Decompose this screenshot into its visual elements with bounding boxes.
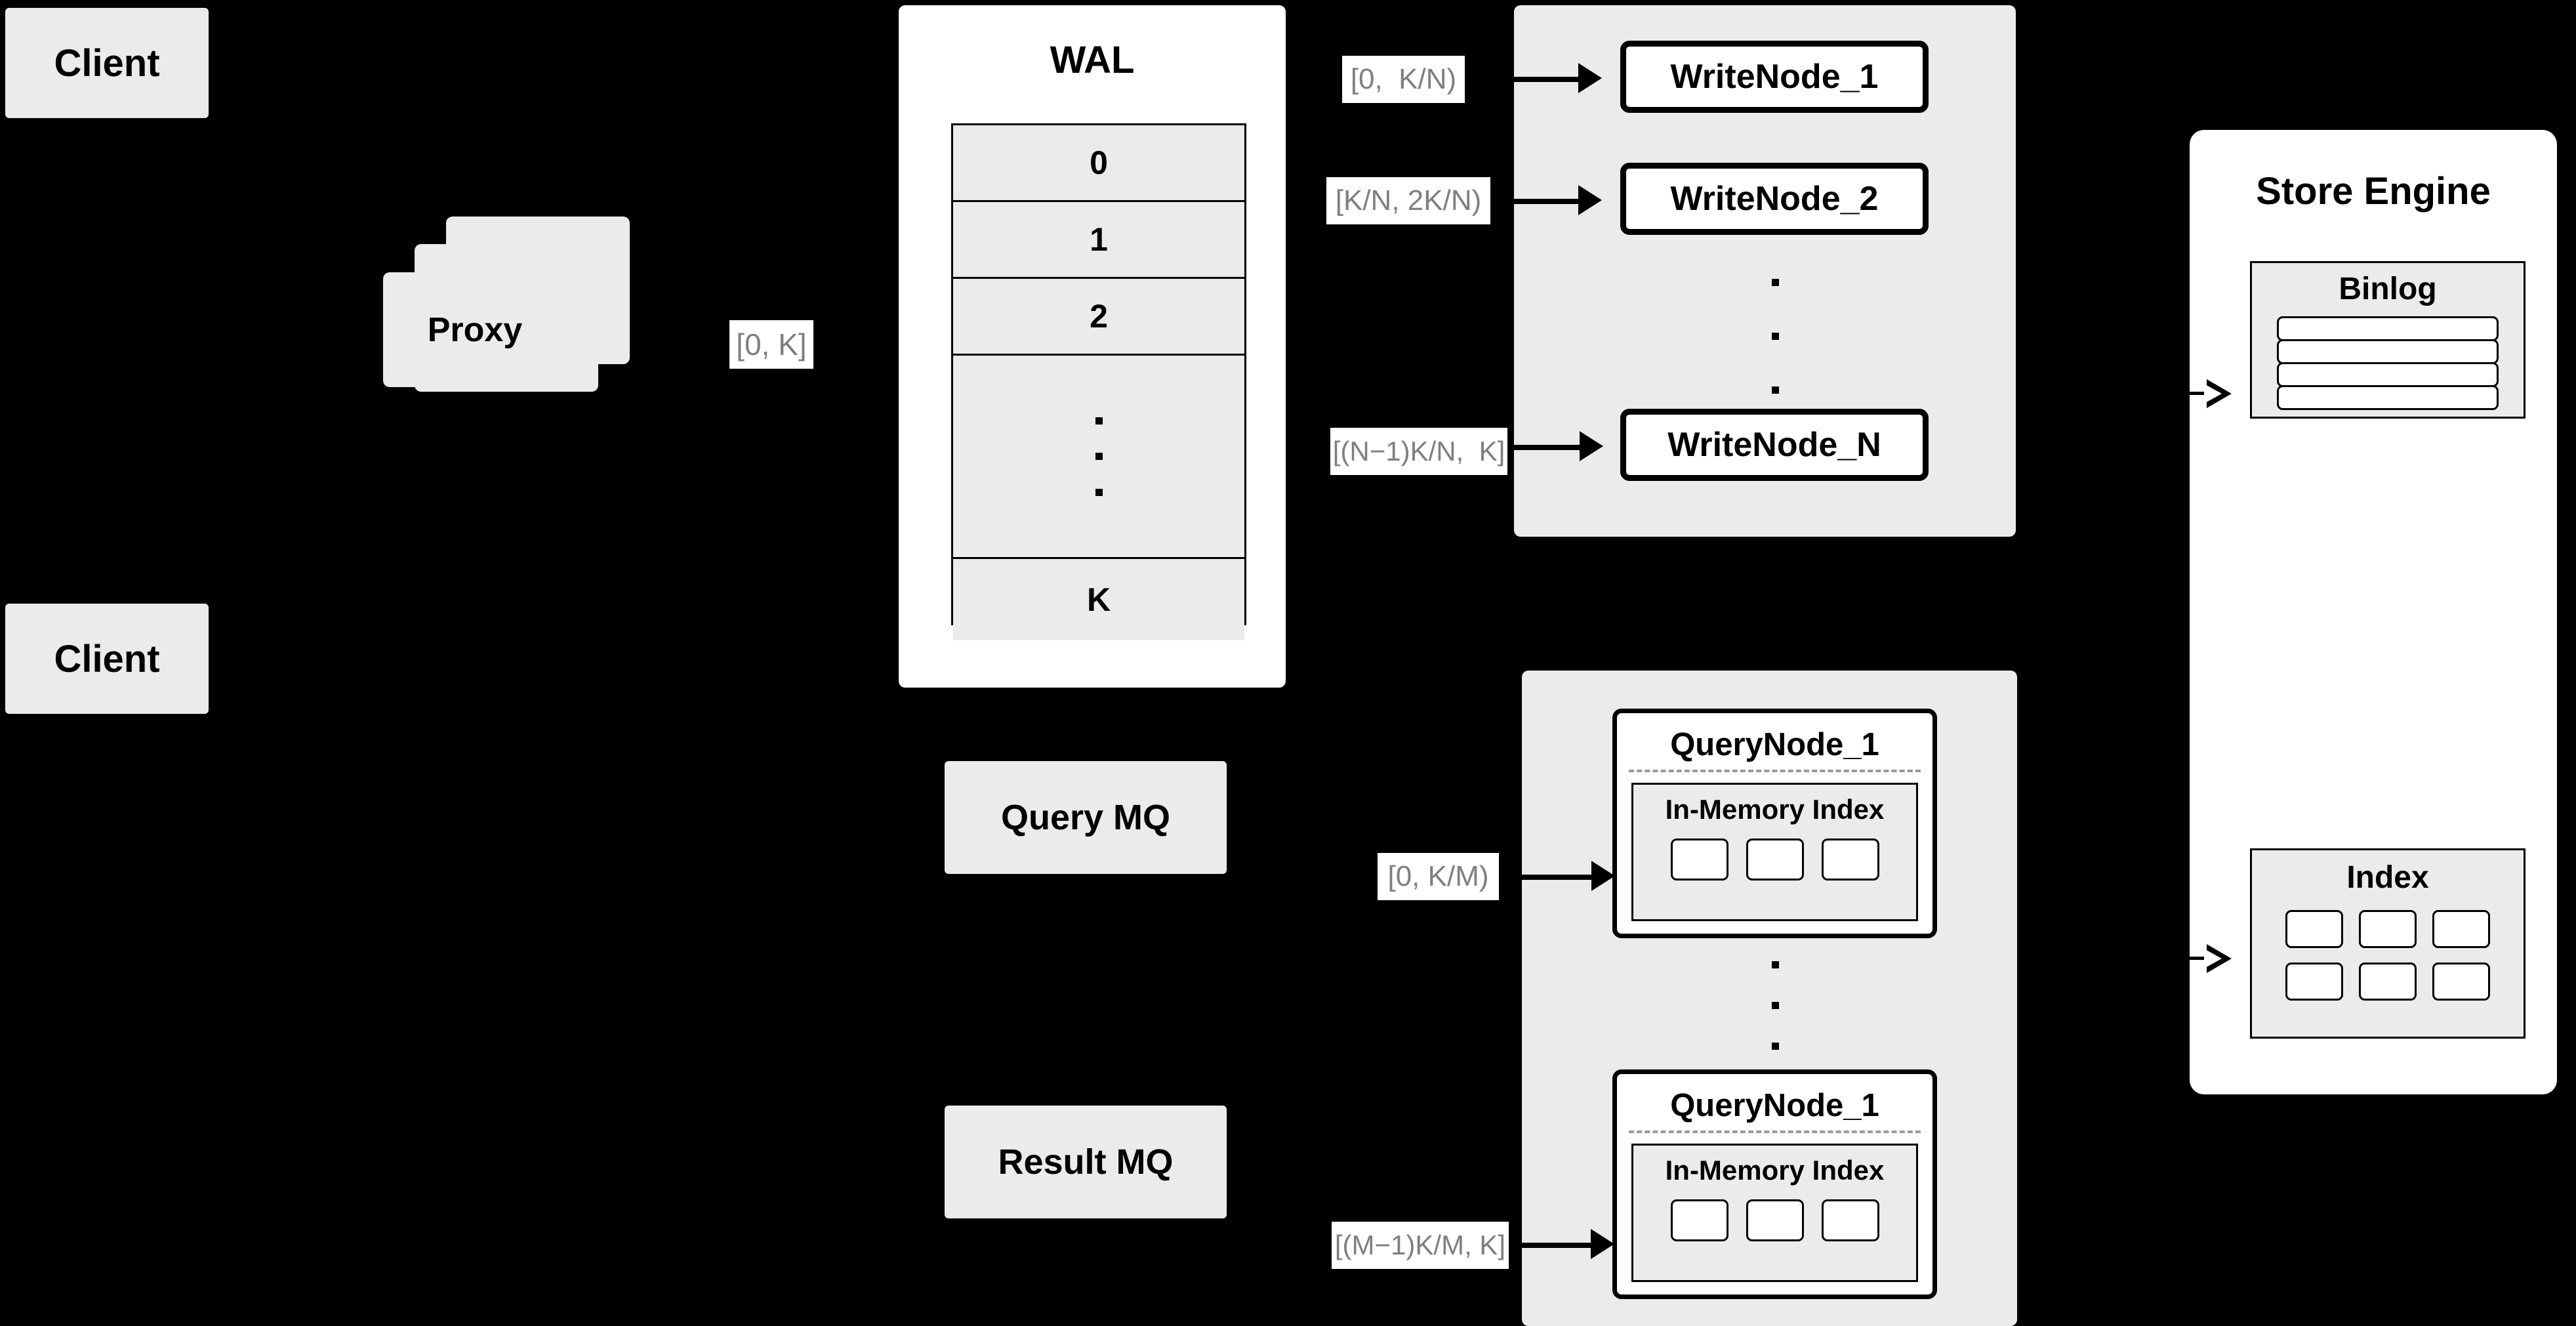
wal-vertical-ellipsis-icon — [1095, 417, 1103, 496]
wal-row-stack: 0 1 2 K — [951, 123, 1246, 640]
write-node-2-label: WriteNode_2 — [1670, 180, 1879, 218]
range-label-write-node-n: [(N−1)K/N, K] — [1330, 428, 1507, 475]
binlog-row — [2277, 385, 2499, 410]
in-memory-index-panel-1: In-Memory Index — [1631, 783, 1918, 921]
query-mq-label: Query MQ — [1000, 798, 1171, 837]
query-cluster-vertical-ellipsis-icon — [1771, 961, 1779, 1050]
binlog-row — [2277, 362, 2499, 387]
arrow-to-binlog — [2178, 378, 2257, 411]
arrow-head-icon — [1578, 63, 1602, 93]
arrow-head-icon — [1591, 1229, 1614, 1259]
index-cell — [2359, 963, 2417, 1001]
query-node-1[interactable]: QueryNode_1 In-Memory Index — [1612, 709, 1937, 938]
range-label-write-node-2: [K/N, 2K/N) — [1326, 177, 1490, 224]
wal-row: 2 — [953, 279, 1244, 356]
proxy-label: Proxy — [427, 310, 523, 349]
arrow-head-icon — [1578, 185, 1602, 215]
in-memory-index-cell — [1746, 1199, 1804, 1241]
wal-row-label: 0 — [1090, 144, 1108, 181]
arrow-to-write-node-1 — [1467, 63, 1605, 96]
wal-title: WAL — [1050, 39, 1135, 81]
arrow-to-write-node-2 — [1492, 185, 1623, 218]
arrow-to-query-node-m — [1512, 1229, 1637, 1262]
in-memory-index-title-1: In-Memory Index — [1665, 794, 1885, 825]
wal-row: 0 — [953, 125, 1244, 202]
client-box-2[interactable]: Client — [5, 604, 209, 714]
write-node-2[interactable]: WriteNode_2 — [1620, 163, 1929, 235]
client-label-1: Client — [54, 41, 160, 85]
write-cluster-vertical-ellipsis-icon — [1771, 279, 1779, 394]
result-mq-box[interactable]: Result MQ — [945, 1106, 1227, 1218]
wal-row-ellipsis — [953, 356, 1244, 559]
in-memory-index-cell — [1821, 1199, 1879, 1241]
write-node-1-label: WriteNode_1 — [1670, 58, 1879, 96]
arrow-shaft — [2178, 957, 2208, 960]
range-label-proxy-to-wal-text: [0, K] — [736, 327, 807, 362]
store-engine-panel: Store Engine Binlog Index — [2190, 130, 2557, 1094]
binlog-panel: Binlog — [2250, 261, 2525, 419]
arrow-to-write-node-n — [1509, 431, 1640, 464]
result-mq-label: Result MQ — [998, 1142, 1174, 1182]
range-label-write-node-2-text: [K/N, 2K/N) — [1335, 184, 1482, 217]
index-cell — [2285, 963, 2343, 1001]
arrow-head-icon — [1580, 431, 1603, 461]
in-memory-index-cell — [1821, 839, 1879, 881]
query-node-2-title: QueryNode_1 — [1670, 1088, 1879, 1123]
in-memory-index-cell — [1746, 839, 1804, 881]
index-cell — [2359, 910, 2417, 948]
binlog-row — [2277, 316, 2499, 341]
arrow-shaft — [1492, 199, 1580, 204]
arrow-shaft — [1467, 77, 1580, 82]
wal-row-label: 2 — [1090, 298, 1108, 335]
in-memory-index-cell — [1670, 839, 1728, 881]
proxy-stack[interactable]: Proxy — [380, 217, 656, 426]
in-memory-index-title-2: In-Memory Index — [1665, 1155, 1885, 1186]
client-box-1[interactable]: Client — [5, 8, 209, 118]
write-node-1[interactable]: WriteNode_1 — [1620, 41, 1929, 113]
arrow-shaft — [1512, 1243, 1592, 1248]
range-label-write-node-1: [0, K/N) — [1342, 56, 1465, 103]
store-engine-title: Store Engine — [2256, 170, 2491, 213]
binlog-title: Binlog — [2339, 272, 2437, 306]
arrow-to-query-node-1 — [1502, 861, 1627, 894]
wal-row: K — [953, 559, 1244, 640]
query-mq-box[interactable]: Query MQ — [945, 761, 1227, 874]
range-label-write-node-n-text: [(N−1)K/N, K] — [1332, 436, 1505, 466]
range-label-write-node-1-text: [0, K/N) — [1350, 63, 1457, 95]
range-label-proxy-to-wal: [0, K] — [729, 320, 813, 369]
arrow-head-hollow-icon — [2204, 944, 2232, 973]
binlog-row — [2277, 339, 2499, 364]
index-cell — [2432, 910, 2490, 948]
query-node-2-divider — [1629, 1130, 1921, 1133]
query-node-1-title: QueryNode_1 — [1670, 727, 1879, 762]
arrow-shaft — [2178, 392, 2208, 395]
write-node-n-label: WriteNode_N — [1667, 426, 1881, 464]
wal-row: 1 — [953, 202, 1244, 279]
arrow-to-index — [2178, 943, 2257, 976]
in-memory-index-cell — [1670, 1199, 1728, 1241]
wal-panel: WAL 0 1 2 K — [899, 5, 1286, 688]
query-node-2[interactable]: QueryNode_1 In-Memory Index — [1612, 1069, 1937, 1299]
range-label-query-node-1-text: [0, K/M) — [1387, 860, 1489, 892]
client-label-2: Client — [54, 637, 160, 680]
arrow-head-icon — [1591, 861, 1615, 891]
write-node-n[interactable]: WriteNode_N — [1620, 409, 1929, 481]
arrow-shaft — [1509, 445, 1581, 450]
index-title: Index — [2346, 860, 2429, 895]
arrow-head-hollow-icon — [2204, 379, 2232, 408]
range-label-query-node-m-text: [(M−1)K/M, K] — [1334, 1230, 1506, 1260]
index-cell — [2285, 910, 2343, 948]
range-label-query-node-m: [(M−1)K/M, K] — [1332, 1222, 1509, 1269]
index-cell — [2432, 963, 2490, 1001]
arrow-shaft — [1502, 875, 1593, 880]
wal-row-label: K — [1086, 581, 1111, 618]
wal-row-label: 1 — [1090, 221, 1108, 258]
query-node-1-divider — [1629, 770, 1921, 772]
index-panel: Index — [2250, 848, 2525, 1039]
range-label-query-node-1: [0, K/M) — [1378, 853, 1499, 900]
proxy-front-card[interactable]: Proxy — [383, 272, 567, 387]
in-memory-index-panel-2: In-Memory Index — [1631, 1144, 1918, 1282]
